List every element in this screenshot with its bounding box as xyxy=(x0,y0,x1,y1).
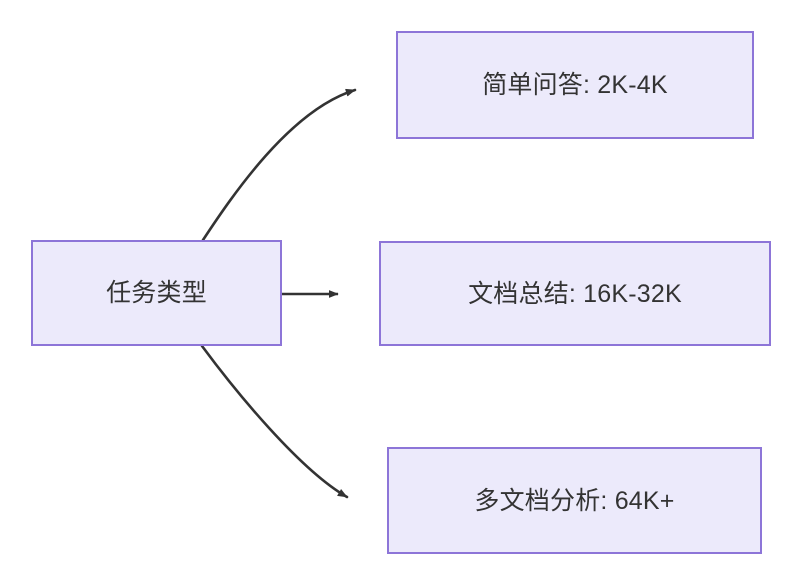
node-simple-qa-label: 简单问答: 2K-4K xyxy=(482,71,668,99)
node-multi-document-analysis[interactable]: 多文档分析: 64K+ xyxy=(387,447,762,554)
node-task-type-label: 任务类型 xyxy=(106,279,207,307)
node-document-summary-label: 文档总结: 16K-32K xyxy=(468,279,682,308)
node-simple-qa[interactable]: 简单问答: 2K-4K xyxy=(396,31,754,139)
node-document-summary[interactable]: 文档总结: 16K-32K xyxy=(379,241,771,346)
edge-root-to-simple-qa xyxy=(201,88,357,242)
edge-root-to-multi-doc xyxy=(200,344,349,499)
node-task-type[interactable]: 任务类型 xyxy=(31,240,282,346)
node-multi-document-analysis-label: 多文档分析: 64K+ xyxy=(474,486,675,515)
